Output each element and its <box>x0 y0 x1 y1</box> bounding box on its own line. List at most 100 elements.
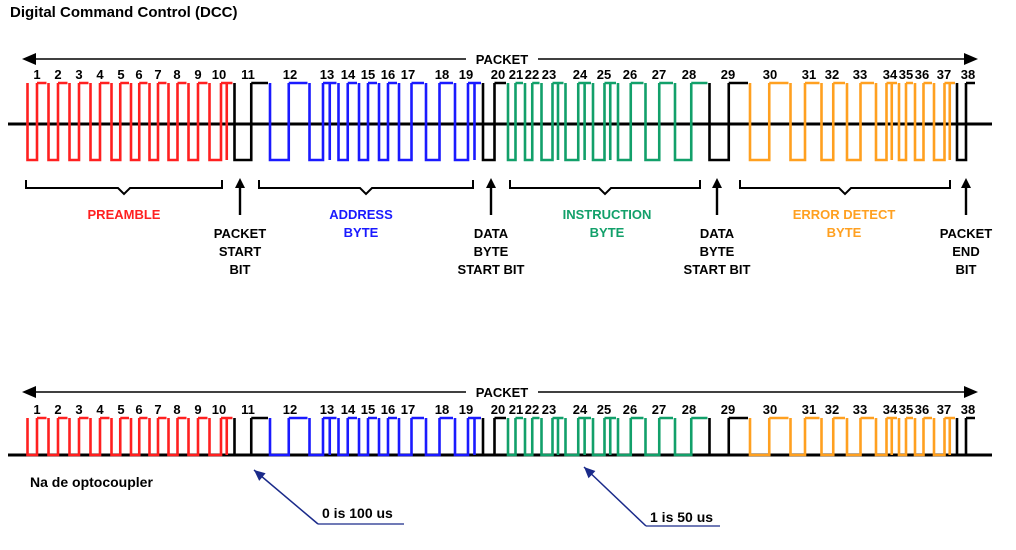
bottom-bit-number-17: 17 <box>401 402 415 417</box>
top-bit-12 <box>268 81 308 162</box>
bottom-bit-4 <box>89 416 110 457</box>
top-bit-10 <box>208 81 233 162</box>
top-bit-23 <box>540 81 564 162</box>
top-bit-number-23: 23 <box>542 67 556 82</box>
top-bit-26 <box>616 81 644 162</box>
bottom-bit-number-37: 37 <box>937 402 951 417</box>
top-bit-number-35: 35 <box>899 67 913 82</box>
top-bit-number-21: 21 <box>509 67 523 82</box>
bottom-bit-number-20: 20 <box>491 402 505 417</box>
top-bit-number-37: 37 <box>937 67 951 82</box>
bottom-bit-number-2: 2 <box>54 402 61 417</box>
bottom-bit-number-9: 9 <box>194 402 201 417</box>
top-bit-number-24: 24 <box>573 67 588 82</box>
top-bit-15 <box>357 81 377 162</box>
top-bit-11 <box>233 81 268 162</box>
top-bit-6 <box>129 81 148 162</box>
bottom-bit-number-5: 5 <box>117 402 124 417</box>
bottom-bit-24 <box>564 416 591 457</box>
bottom-bit-18 <box>424 416 453 457</box>
one-duration-arrow-head <box>584 467 596 479</box>
top-bit-19 <box>453 81 481 162</box>
bottom-bit-33 <box>845 416 874 457</box>
address-brace <box>258 180 474 196</box>
bottom-bit-19 <box>453 416 481 457</box>
top-bit-21 <box>506 81 523 162</box>
bottom-bit-number-7: 7 <box>154 402 161 417</box>
top-packet-label-bg <box>466 51 538 67</box>
packet-start-arrow-head <box>235 178 245 188</box>
top-bit-35 <box>897 81 913 162</box>
bottom-bit-number-11: 11 <box>241 402 255 417</box>
bottom-bit-number-3: 3 <box>75 402 82 417</box>
top-bit-31 <box>789 81 820 162</box>
top-bit-33 <box>845 81 874 162</box>
instruction-brace <box>509 180 701 196</box>
top-bit-number-13: 13 <box>320 67 334 82</box>
bottom-bit-34 <box>874 416 897 457</box>
bottom-packet-arrow-right <box>964 386 978 398</box>
bottom-packet-label-bg <box>466 384 538 400</box>
page-title: Digital Command Control (DCC) <box>10 4 238 21</box>
top-bit-1 <box>26 81 47 162</box>
preamble-brace <box>25 180 223 196</box>
top-bit-32 <box>820 81 845 162</box>
bottom-bit-13 <box>308 416 337 457</box>
top-bit-number-5: 5 <box>117 67 124 82</box>
bottom-bit-31 <box>789 416 820 457</box>
bottom-bit-number-16: 16 <box>381 402 395 417</box>
bottom-bit-37 <box>932 416 955 457</box>
top-bit-18 <box>424 81 453 162</box>
bottom-bit-5 <box>110 416 129 457</box>
bottom-bit-1 <box>26 416 47 457</box>
top-bit-number-14: 14 <box>341 67 356 82</box>
bottom-bit-number-25: 25 <box>597 402 611 417</box>
bottom-bit-35 <box>897 416 913 457</box>
top-bit-20 <box>481 81 506 162</box>
bottom-bit-2 <box>47 416 68 457</box>
bottom-packet-arrow-left <box>22 386 36 398</box>
bottom-bit-3 <box>68 416 89 457</box>
top-bit-number-20: 20 <box>491 67 505 82</box>
top-bit-number-9: 9 <box>194 67 201 82</box>
top-bit-37 <box>932 81 955 162</box>
one-duration-arrow-line <box>583 466 647 527</box>
bottom-bit-28 <box>673 416 708 457</box>
zero-duration-arrow-head <box>254 470 266 481</box>
bottom-bit-8 <box>167 416 187 457</box>
bottom-bit-number-28: 28 <box>682 402 696 417</box>
bottom-bit-15 <box>357 416 377 457</box>
bottom-bit-number-36: 36 <box>915 402 929 417</box>
bottom-packet-label: PACKET <box>476 385 529 400</box>
bottom-bit-number-26: 26 <box>623 402 637 417</box>
data-start-1-arrow-head <box>486 178 496 188</box>
bottom-bit-number-6: 6 <box>135 402 142 417</box>
top-bit-number-34: 34 <box>883 67 898 82</box>
bottom-bit-number-29: 29 <box>721 402 735 417</box>
top-bit-number-22: 22 <box>525 67 539 82</box>
top-bit-29 <box>708 81 748 162</box>
top-bit-14 <box>337 81 357 162</box>
top-bit-24 <box>564 81 591 162</box>
top-bit-36 <box>913 81 932 162</box>
data-start-2-arrow-head <box>712 178 722 188</box>
bottom-bit-25 <box>591 416 616 457</box>
bottom-bit-27 <box>644 416 673 457</box>
zero-duration-arrow-line <box>253 469 319 525</box>
top-bit-number-8: 8 <box>173 67 180 82</box>
top-bit-34 <box>874 81 897 162</box>
top-bit-number-19: 19 <box>459 67 473 82</box>
bottom-bit-number-30: 30 <box>763 402 777 417</box>
top-bit-4 <box>89 81 110 162</box>
preamble-label: PREAMBLE <box>88 207 161 222</box>
bottom-bit-9 <box>187 416 208 457</box>
bottom-bit-20 <box>481 416 506 457</box>
top-bit-number-12: 12 <box>283 67 297 82</box>
top-bit-38 <box>955 81 975 162</box>
optocoupler-note: Na de optocoupler <box>30 474 153 490</box>
top-packet-arrow-left <box>22 53 36 65</box>
